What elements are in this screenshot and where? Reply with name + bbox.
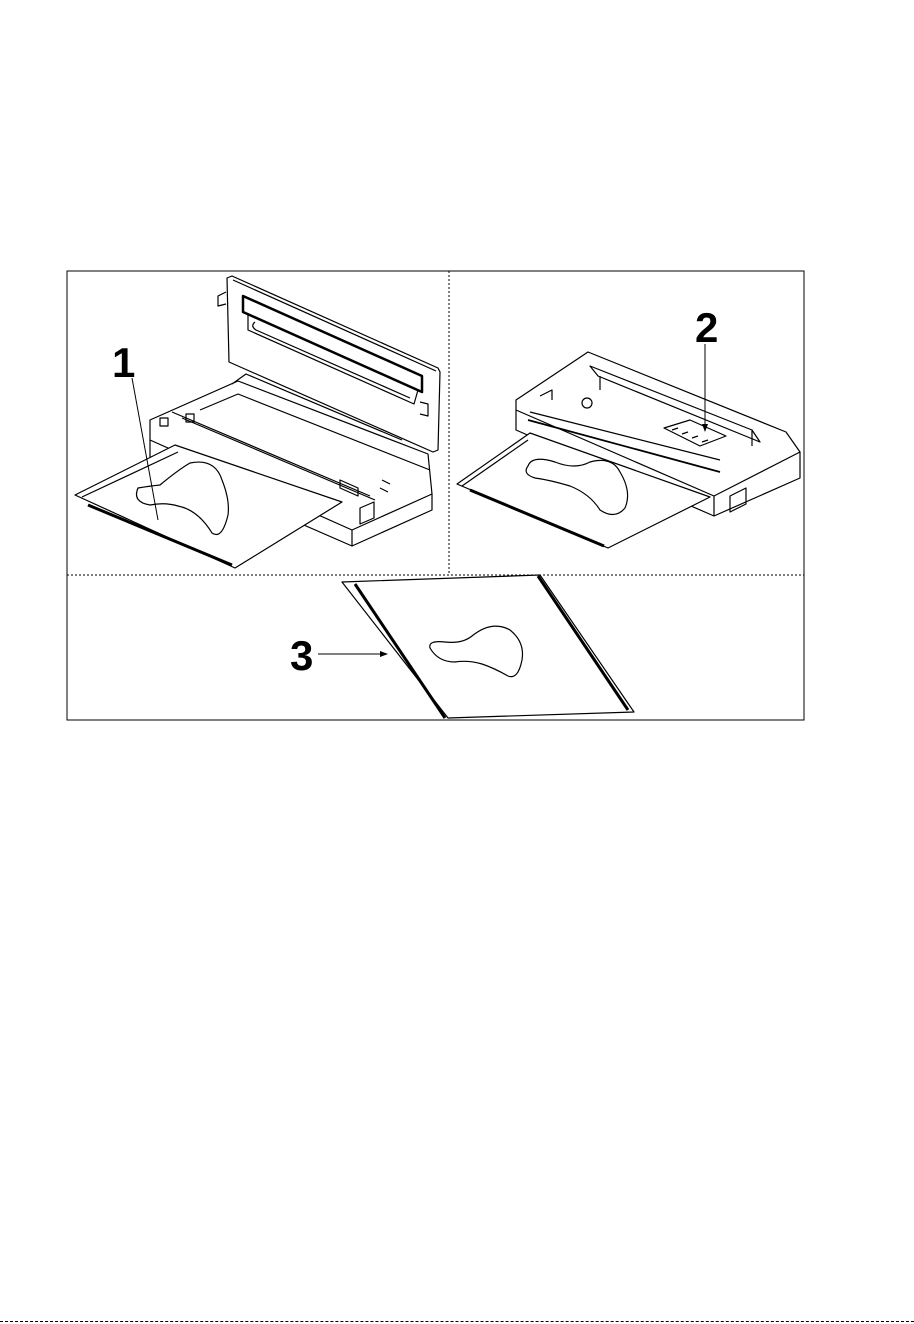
page-bottom-rule [0, 1321, 914, 1322]
vent-knob [582, 398, 592, 408]
panel-closed-sealer [457, 352, 800, 548]
callout-arrow-3 [380, 651, 388, 657]
callout-number-1: 1 [112, 339, 135, 386]
callout-number-2: 2 [695, 304, 718, 351]
panel-sealed-bag [342, 575, 634, 718]
lid-gasket [243, 296, 422, 392]
sealed-bag [342, 575, 634, 718]
callout-number-3: 3 [290, 632, 313, 679]
panel-open-sealer [75, 276, 440, 568]
bag-closed-sealer [457, 433, 710, 548]
